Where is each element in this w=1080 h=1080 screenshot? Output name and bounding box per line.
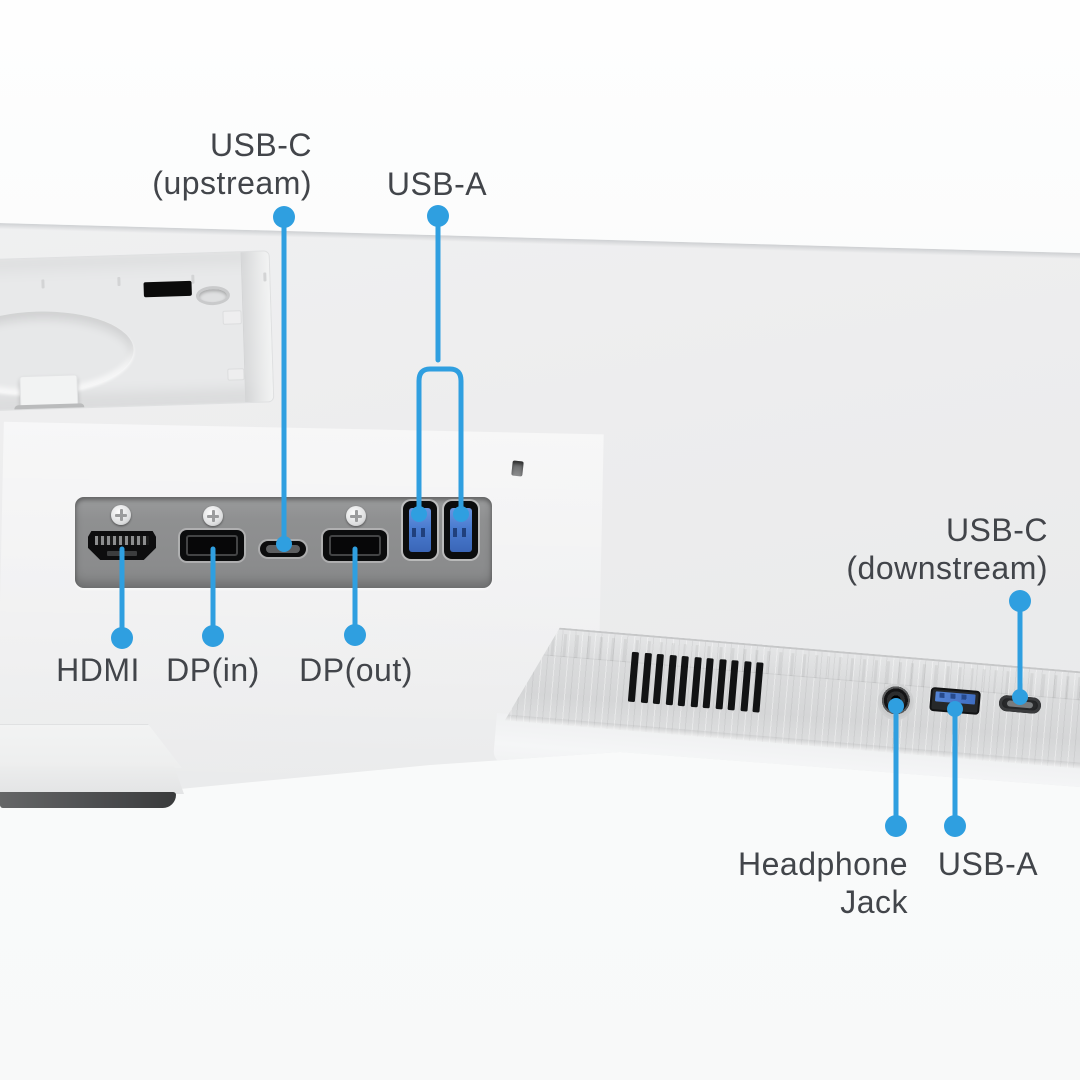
label-line: USB-A: [386, 166, 488, 202]
usb-a-port-2: [444, 501, 478, 559]
dp-out-port: [323, 530, 387, 561]
label-line: Jack: [840, 884, 908, 920]
vent-slot: [703, 658, 714, 708]
vent-slot: [665, 655, 676, 705]
callout-dot-usb-a-top: [427, 205, 449, 227]
label-usb-c-upstream: USB-C (upstream): [152, 126, 312, 202]
hdmi-port: [88, 531, 156, 560]
label-line: USB-C: [209, 127, 312, 163]
label-line: USB-A: [937, 846, 1039, 882]
recess-tick: [41, 279, 45, 289]
stand-mount-recess: [0, 250, 275, 412]
vent-slot: [752, 662, 763, 712]
label-headphone-jack: Headphone Jack: [738, 845, 908, 921]
callout-dot-usb-a-bottom: [944, 815, 966, 837]
vent-slot: [628, 652, 639, 702]
port-panel: [75, 497, 492, 588]
stand-release-slot: [14, 403, 85, 412]
stand-base: [0, 724, 182, 768]
label-hdmi: HDMI: [56, 651, 140, 689]
callout-dot-headphone: [885, 815, 907, 837]
label-line: DP(in): [166, 652, 260, 688]
vent-slot: [640, 653, 651, 703]
label-dp-in: DP(in): [166, 651, 260, 689]
vent-slot: [690, 657, 701, 707]
cable-hole: [195, 285, 231, 306]
callout-dot-usb-c-upstream: [273, 206, 295, 228]
recess-wall: [240, 251, 274, 403]
label-line: HDMI: [56, 652, 140, 688]
vent-slot: [715, 659, 726, 709]
label-usb-a-bottom: USB-A: [938, 845, 1038, 883]
vent-slot: [728, 660, 739, 710]
usb-c-downstream-port: [998, 695, 1041, 714]
dp-in-port: [180, 530, 244, 561]
label-usb-c-downstream: USB-C (downstream): [846, 511, 1048, 587]
usb-a-port-1: [403, 501, 437, 559]
screw-icon: [346, 506, 366, 526]
vent-slot: [653, 654, 664, 704]
label-usb-a-top: USB-A: [387, 165, 487, 203]
vent-slot: [678, 656, 689, 706]
usb-a-downstream-port: [929, 687, 981, 715]
recess-tick: [191, 274, 195, 284]
screw-icon: [111, 505, 131, 525]
recess-tick: [117, 276, 121, 287]
label-line: Headphone: [738, 846, 908, 882]
stand-base-front: [0, 766, 184, 794]
label-line: DP(out): [299, 652, 413, 688]
label-line: (upstream): [152, 165, 312, 201]
label-line: USB-C: [945, 512, 1048, 548]
screw-boss: [222, 310, 242, 325]
label-dp-out: DP(out): [299, 651, 413, 689]
kensington-notch: [511, 460, 524, 477]
screw-boss: [227, 368, 245, 381]
recess-tick: [263, 272, 267, 282]
usb-c-upstream-port: [260, 541, 306, 557]
label-line: (downstream): [846, 550, 1048, 586]
headphone-jack-port: [878, 685, 913, 720]
vent-slot: [740, 661, 751, 711]
screw-icon: [203, 506, 223, 526]
vent-grille: [628, 652, 764, 713]
stand-latch-slot: [143, 280, 192, 298]
stand-base-underside: [0, 792, 176, 808]
